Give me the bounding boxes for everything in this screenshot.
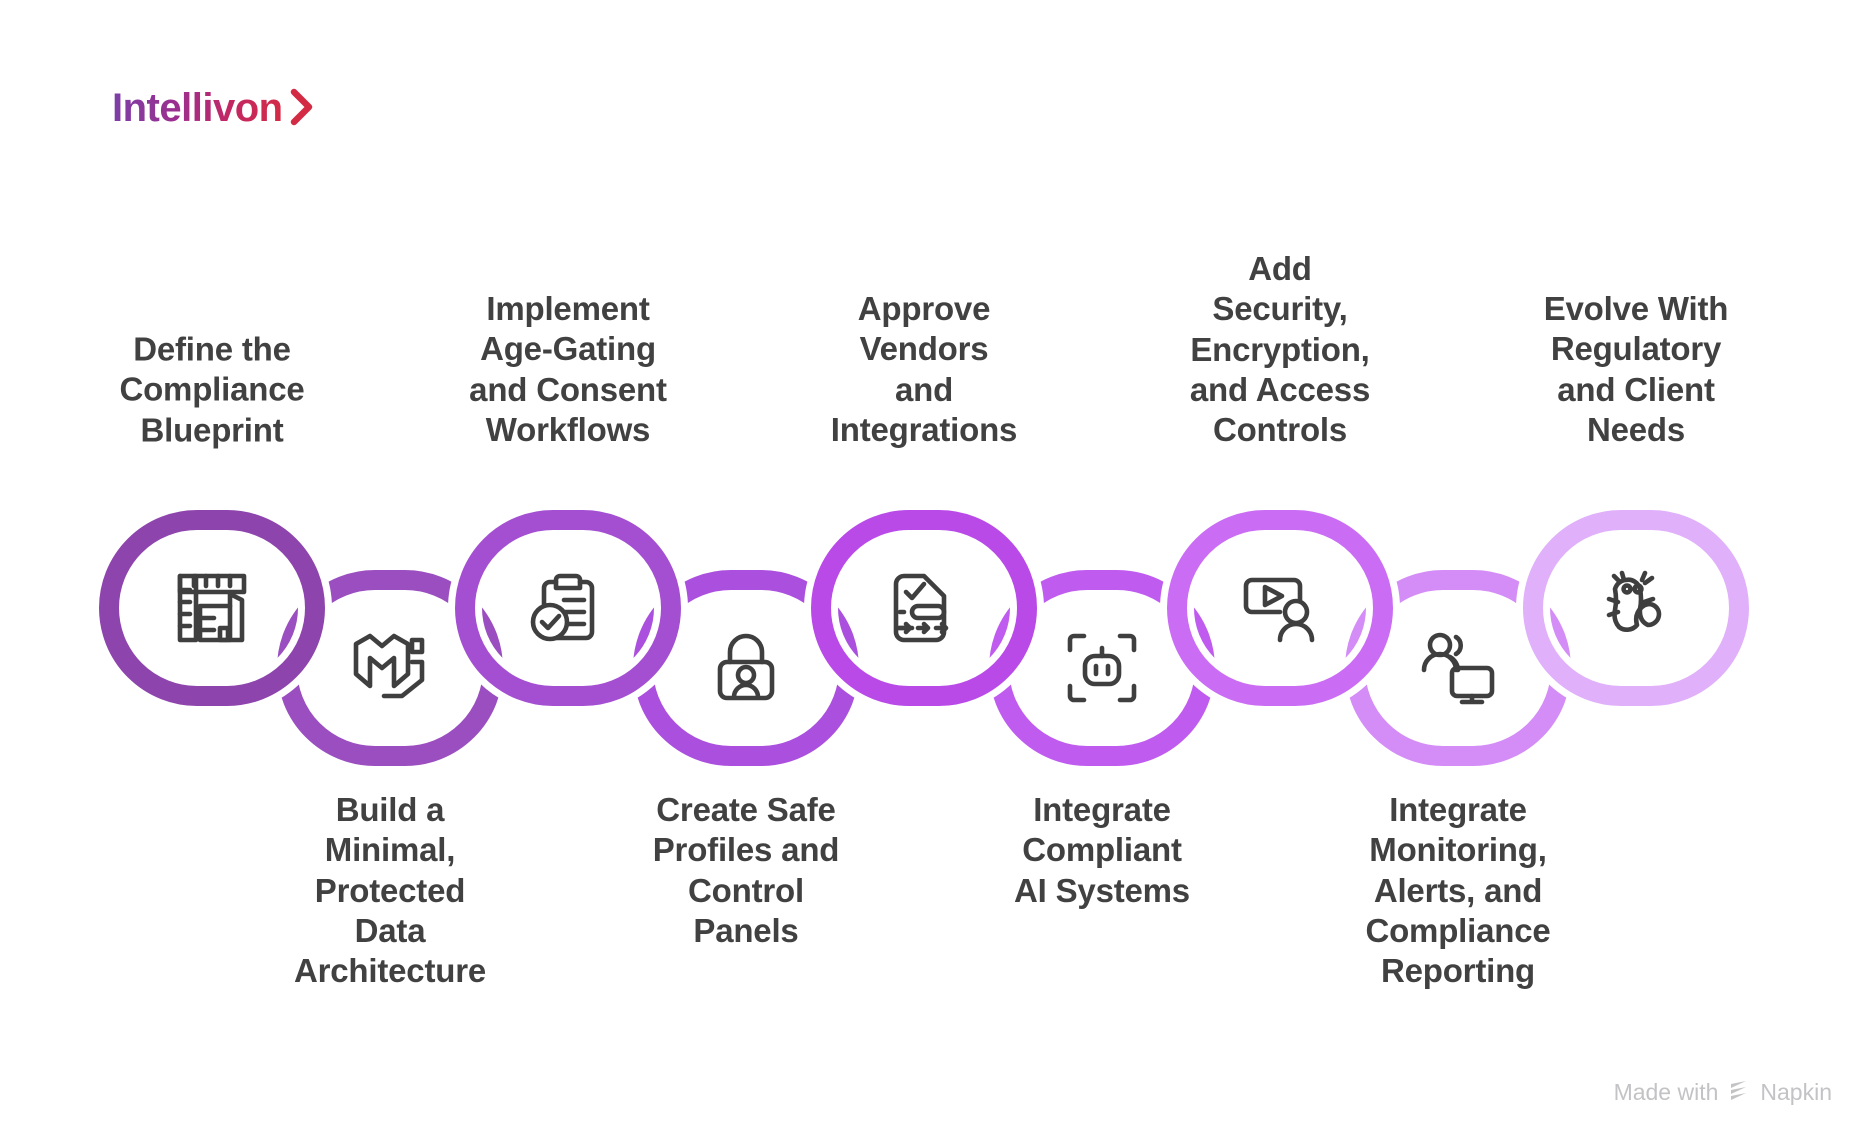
users-monitor-icon: [1415, 625, 1501, 711]
lock-person-icon: [703, 625, 789, 711]
step-label-5: Approve Vendors and Integrations: [830, 290, 1018, 448]
brand-logo-text: Intellivon: [112, 86, 283, 130]
brand-logo[interactable]: Intellivon: [112, 85, 315, 131]
screen-play-person-icon: [1237, 565, 1323, 651]
step-label-1: Define the Compliance Blueprint: [119, 330, 305, 448]
chevron-right-icon: [289, 88, 315, 131]
step-label-9: Evolve With Regulatory and Client Needs: [1543, 290, 1729, 448]
chameleon-icon: [1593, 565, 1679, 651]
step-label-4: Create Safe Profiles and Control Panels: [652, 791, 840, 949]
step-label-7: Add Security, Encryption, and Access Con…: [1189, 249, 1371, 448]
napkin-logo-icon: [1727, 1077, 1751, 1107]
watermark-brand-text: Napkin: [1760, 1078, 1832, 1105]
step-label-2: Build a Minimal, Protected Data Architec…: [294, 791, 486, 989]
napkin-watermark: Made with Napkin: [1614, 1077, 1832, 1107]
step-label-3: Implement Age-Gating and Consent Workflo…: [469, 290, 667, 448]
robot-scan-icon: [1059, 625, 1145, 711]
blueprint-ruler-icon: [169, 565, 255, 651]
watermark-made-with-text: Made with: [1613, 1078, 1719, 1105]
document-approve-flow-icon: [881, 565, 967, 651]
clipboard-check-icon: [525, 565, 611, 651]
step-label-6: Integrate Compliant AI Systems: [1014, 791, 1190, 909]
step-label-8: Integrate Monitoring, Alerts, and Compli…: [1365, 791, 1551, 989]
data-architecture-icon: [347, 625, 433, 711]
